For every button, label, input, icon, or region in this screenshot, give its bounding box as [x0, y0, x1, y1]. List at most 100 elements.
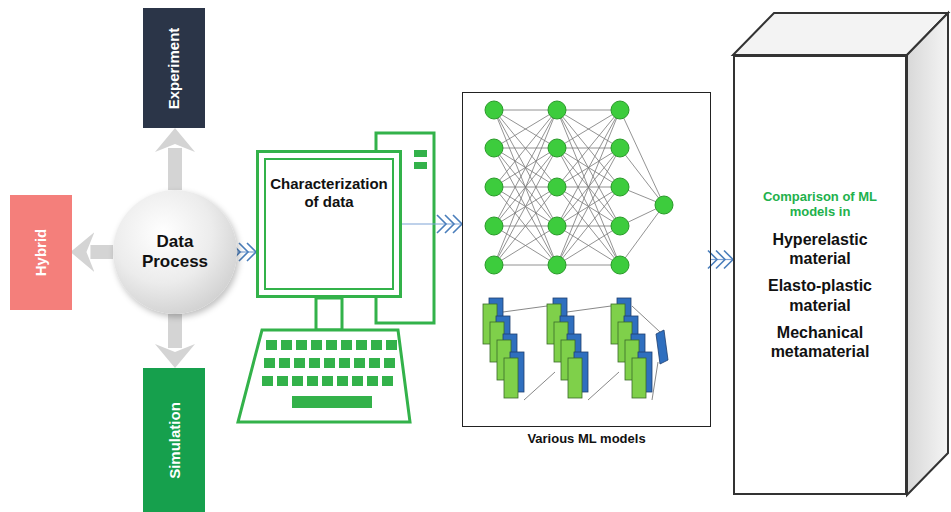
- nn-neuron: [485, 256, 503, 274]
- nn-link: [557, 148, 620, 265]
- box-side-face: [907, 13, 948, 495]
- node-label: Various ML models: [463, 431, 710, 446]
- cnn-link: [567, 306, 611, 312]
- key: [337, 376, 348, 386]
- node-label: Comparison of ML models in: [741, 189, 899, 220]
- key: [384, 358, 395, 368]
- double-chevron-arrow: [402, 223, 462, 224]
- list-item: Elasto-plastic material: [741, 276, 899, 314]
- node-label: Data Process: [113, 232, 237, 271]
- key: [307, 376, 318, 386]
- dense-layer: [656, 330, 668, 364]
- neural-network: [485, 101, 673, 274]
- key: [277, 376, 288, 386]
- nn-neuron: [611, 139, 629, 157]
- key: [322, 376, 333, 386]
- node-label: Hybrid: [32, 229, 49, 277]
- cnn-link: [652, 362, 658, 400]
- nn-neuron: [611, 256, 629, 274]
- key: [369, 358, 380, 368]
- nn-link: [494, 226, 557, 265]
- key: [309, 358, 320, 368]
- nn-neuron: [611, 178, 629, 196]
- nn-link: [620, 205, 664, 265]
- nn-link: [557, 110, 620, 226]
- double-chevron-arrow: [237, 251, 256, 252]
- chevron-arrow: [90, 245, 113, 259]
- key: [279, 358, 290, 368]
- nn-link: [557, 226, 620, 265]
- key: [294, 358, 305, 368]
- nn-link: [557, 110, 620, 148]
- key: [266, 340, 277, 350]
- key: [386, 340, 397, 350]
- monitor-stand: [316, 298, 342, 330]
- tower-light: [414, 150, 427, 157]
- nn-link: [557, 226, 620, 265]
- nn-link: [557, 110, 620, 148]
- nn-link: [494, 226, 557, 265]
- nn-link: [557, 148, 620, 265]
- nn-link: [620, 148, 664, 205]
- key: [356, 340, 367, 350]
- key: [281, 340, 292, 350]
- nn-neuron: [485, 217, 503, 235]
- list-item: Hyperelastic material: [741, 230, 899, 268]
- nn-neuron: [548, 178, 566, 196]
- nn-neuron: [485, 101, 503, 119]
- key: [341, 340, 352, 350]
- key: [382, 376, 393, 386]
- feature-map: [632, 358, 646, 398]
- result-box: Comparison of ML models in Hyperelastic m…: [733, 55, 907, 495]
- key: [367, 376, 378, 386]
- node-label: Characterization of data: [269, 175, 389, 211]
- chevron-arrow: [168, 314, 182, 348]
- key: [324, 358, 335, 368]
- nn-neuron: [485, 139, 503, 157]
- nn-link: [494, 110, 557, 226]
- space-key: [292, 396, 372, 408]
- cnn-link: [524, 372, 555, 400]
- key: [371, 340, 382, 350]
- nn-neuron: [611, 217, 629, 235]
- key: [354, 358, 365, 368]
- key: [292, 376, 303, 386]
- nn-neuron: [548, 139, 566, 157]
- nn-link: [494, 110, 557, 226]
- nn-link: [494, 110, 557, 148]
- nn-link: [494, 148, 557, 265]
- key: [311, 340, 322, 350]
- chevron-arrow: [168, 148, 182, 190]
- nn-link: [494, 148, 557, 265]
- model-box: Various ML models: [462, 92, 711, 427]
- key: [262, 376, 273, 386]
- nn-neuron: [548, 217, 566, 235]
- nn-neuron: [548, 256, 566, 274]
- process-circle: Data Process: [113, 190, 237, 314]
- feature-map: [504, 358, 518, 398]
- key: [339, 358, 350, 368]
- cnn-link: [503, 306, 547, 312]
- cnn-link: [588, 372, 619, 400]
- nn-link: [557, 110, 620, 226]
- source-bar: Simulation: [143, 368, 205, 512]
- list-item: Mechanical metamaterial: [741, 323, 899, 361]
- source-bar: Hybrid: [10, 195, 72, 310]
- keyboard: [238, 330, 410, 422]
- nn-neuron: [655, 196, 673, 214]
- keyboard-keys: [262, 340, 397, 408]
- key: [326, 340, 337, 350]
- key: [296, 340, 307, 350]
- key: [264, 358, 275, 368]
- cnn-layers: [483, 298, 668, 400]
- node-label: Simulation: [166, 402, 183, 479]
- monitor-screen: Characterization of data: [256, 150, 402, 298]
- feature-map: [568, 358, 582, 398]
- tower-light: [414, 162, 427, 169]
- double-chevron-arrow: [711, 259, 733, 260]
- nn-neuron: [548, 101, 566, 119]
- node-label: Experiment: [166, 27, 183, 109]
- source-bar: Experiment: [143, 8, 205, 128]
- nn-link: [494, 110, 557, 148]
- nn-neuron: [485, 178, 503, 196]
